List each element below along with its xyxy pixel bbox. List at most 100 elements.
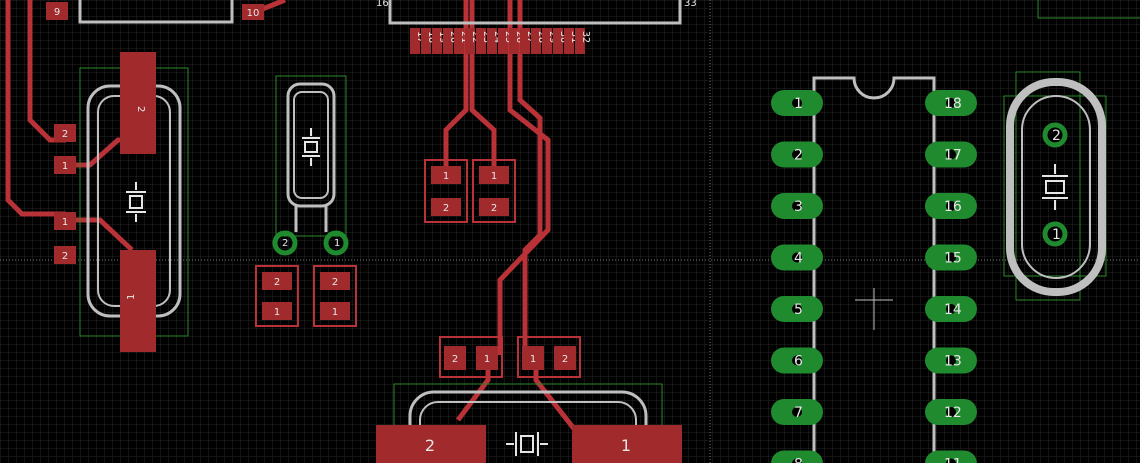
xtal-small-symbol [302,128,320,166]
cap-mid-b-bottom: 2 [491,203,497,214]
header-pad-21[interactable] [454,28,464,54]
xtal-bottom-pad-1-label: 1 [621,436,631,455]
xtal-right-courtyard-inner [1015,71,1081,301]
top-ic-outline [388,0,682,25]
cap-a-bottom-label: 1 [274,307,280,318]
dip-pin-label-6: 6 [794,354,803,370]
cap-bot-b-left: 1 [530,354,536,365]
xtal-small-body [286,82,336,208]
cap-b-bottom-label: 1 [332,307,338,318]
dip-pin-hole [946,252,956,263]
header-pad-label: 24 [492,31,503,43]
dip-pin-hole [946,407,956,417]
header-pad-24[interactable] [487,28,497,54]
dip-pin-pad-11[interactable] [925,450,977,463]
header-pad-30[interactable] [553,28,563,54]
dip-pin-hole [946,458,956,463]
header-pad-label: 23 [481,31,492,43]
header-pad-label: 30 [558,31,569,43]
xtal-left-pad-1-label: 1 [126,294,137,300]
left-smd-pads[interactable] [54,124,76,264]
smd-left-label-2: 1 [62,161,68,172]
header-pad-label: 27 [525,31,536,43]
dip-pin-label-2: 2 [794,148,803,164]
dip-pin-hole [792,149,802,160]
cap-bot-a-left: 2 [452,354,458,365]
header-pad-label: 28 [536,31,547,43]
cap-b-top-label: 2 [332,277,338,288]
dip-pin-hole [946,304,956,314]
header-pad-label: 17 [415,31,426,43]
cap-bot-b-right: 2 [562,354,568,365]
header-pad-label: 31 [569,31,580,43]
xtal-right-pin-2[interactable] [1042,122,1068,148]
dip-pin-label-13: 13 [944,354,962,370]
xtal-right-pin-1[interactable] [1042,221,1068,247]
dip-pin-hole [792,458,802,463]
header-pad-32[interactable] [575,28,585,54]
header-pad-18[interactable] [421,28,431,54]
trace-d [66,217,134,252]
header-pad-19[interactable] [432,28,442,54]
caps-under-small-xtal[interactable] [255,265,357,327]
copper-traces[interactable] [5,0,577,432]
xtal-left-pad-2-label: 2 [135,106,146,112]
dip-pin-label-18: 18 [944,96,962,112]
xtal-bottom-pad-2[interactable] [376,425,486,463]
dip-pin-label-3: 3 [794,199,803,215]
xtal-small-inner [293,91,329,199]
header-pad-26[interactable] [509,28,519,54]
header-pad-29[interactable] [542,28,552,54]
header-pad-28[interactable] [531,28,541,54]
xtal-small-pin-1-label: 1 [334,238,340,249]
xtal-small-pin-2[interactable] [272,230,298,256]
smd-left-label-4: 2 [62,251,68,262]
dip-pin-hole [792,355,802,366]
caps-mid[interactable] [424,159,516,223]
pad-9[interactable] [46,2,68,20]
xtal-left-pad-1[interactable] [120,250,156,352]
dip-pin-label-14: 14 [944,302,962,318]
pad-10[interactable] [242,4,264,20]
header-pad-20[interactable] [443,28,453,54]
dip-pin-label-5: 5 [794,302,803,318]
dip-pin-hole [946,201,956,211]
caps-bottom[interactable] [439,336,581,378]
header-pad-label: 20 [448,31,459,43]
xtal-right-inner [1021,95,1091,279]
header-pad-27[interactable] [520,28,530,54]
dip-pin-hole [946,355,956,366]
header-pad-23[interactable] [476,28,486,54]
trace-h [517,0,543,355]
cap-a-top-label: 2 [274,277,280,288]
dip-pin-hole [792,201,802,211]
dip-left-pins: 12345678 [771,90,823,463]
dip-ic-outline [812,76,936,463]
dip-pin-hole [792,407,802,417]
xtal-left-symbol [126,182,146,222]
dip-pin-hole [792,304,802,314]
xtal-bottom-pad-2-label: 2 [425,436,435,455]
header-pad-label: 22 [470,31,481,43]
dip-pin-label-8: 8 [794,457,803,463]
header-pad-22[interactable] [465,28,475,54]
xtal-small-pin-1[interactable] [323,230,349,256]
cap-mid-b-top: 1 [491,171,497,182]
trace-e [443,0,469,175]
dip-pin-label-7: 7 [794,405,803,421]
xtal-left-pad-2[interactable] [120,52,156,154]
header-pad-25[interactable] [498,28,508,54]
dip-ic-origin-cross [855,288,893,330]
dip-pin-hole [792,252,802,263]
header-pad-label: 18 [426,31,437,43]
dip-pin-pad-8[interactable] [771,450,823,463]
header-pad-17[interactable] [410,28,420,54]
dip-pin-label-1: 1 [794,96,803,112]
header-pad-31[interactable] [564,28,574,54]
xtal-right-body [1006,78,1106,296]
xtal-bottom-pad-1[interactable] [572,425,682,463]
